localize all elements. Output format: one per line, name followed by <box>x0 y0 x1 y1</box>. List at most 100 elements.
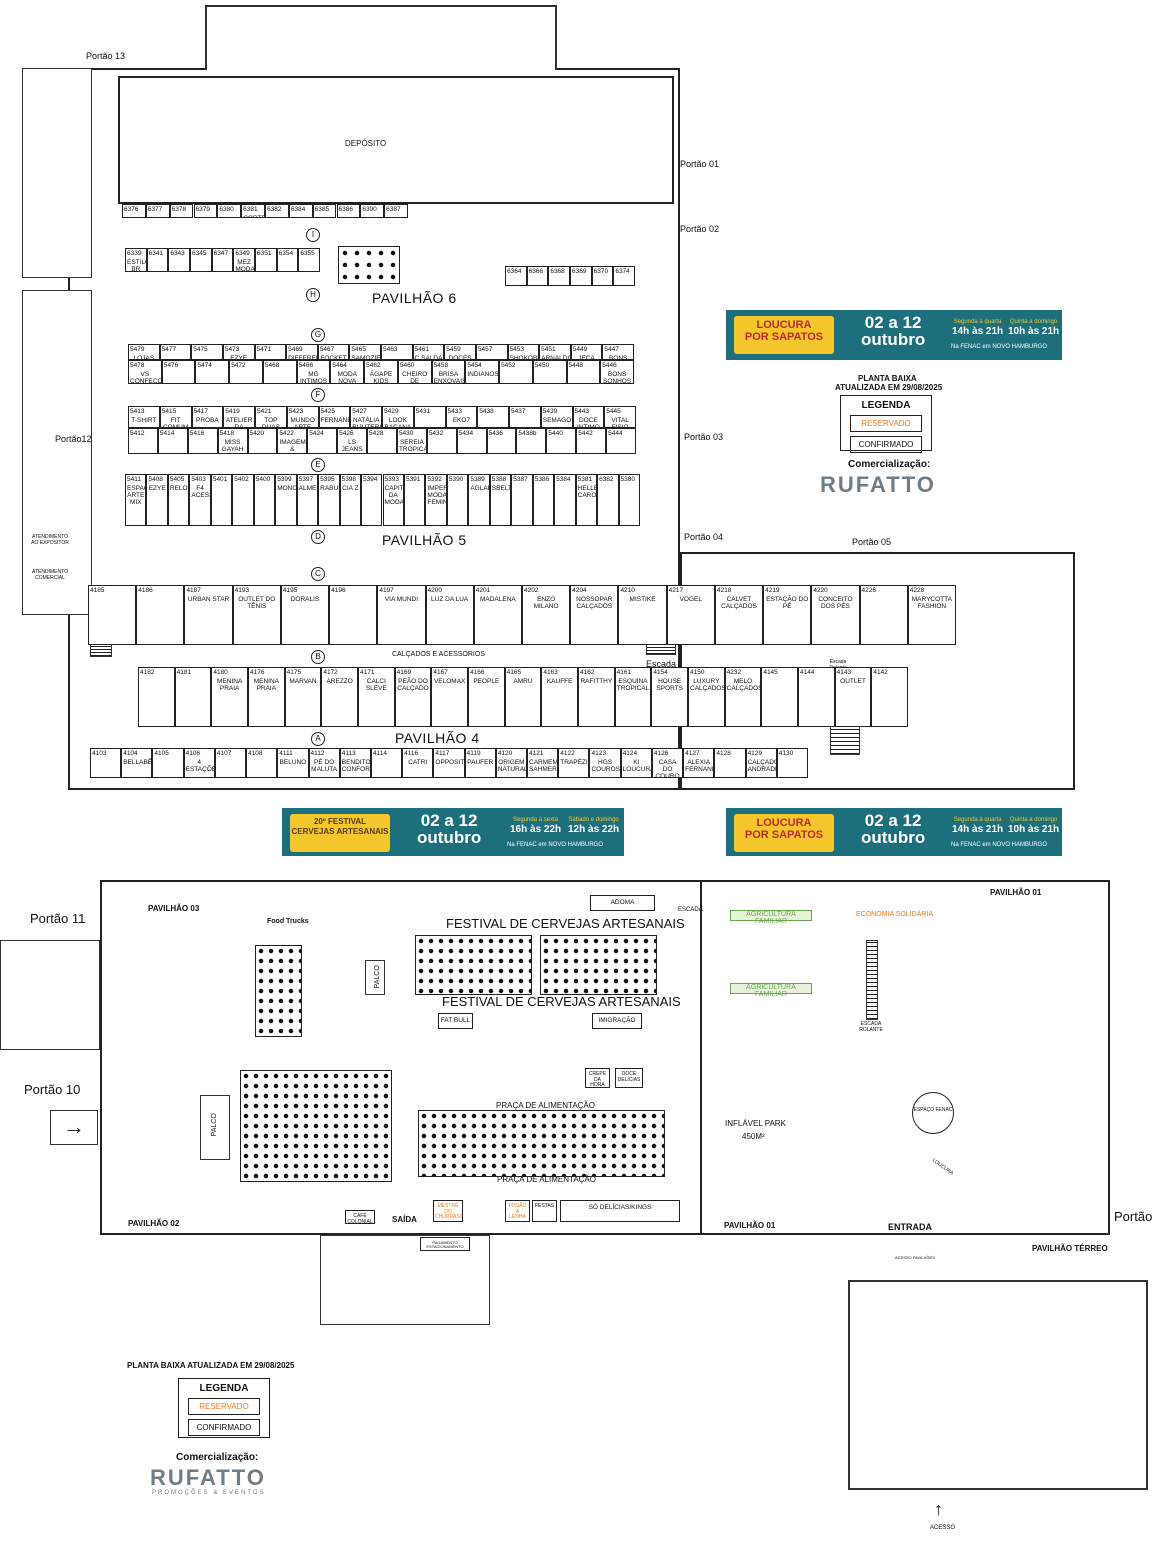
pavilhao-5-label: PAVILHÃO 5 <box>382 532 467 548</box>
stand-number: 5415 <box>161 408 177 415</box>
stand-5397: 5397ALMEIDA <box>296 474 319 526</box>
stand-number: 5445 <box>606 408 621 415</box>
stand-number: 5444 <box>608 430 623 437</box>
stand-name: CIA Z <box>342 485 359 493</box>
stand-5437: 5437 <box>509 406 541 428</box>
stand-number: 4150 <box>690 669 705 676</box>
stand-5472: 5472 <box>229 360 263 384</box>
stand-5384: 5384 <box>554 474 576 526</box>
stand-number: 4167 <box>433 669 448 676</box>
stand-name: ÁGAPE KIDS <box>369 371 393 384</box>
stand-number: 5478 <box>130 362 145 369</box>
stand-6385: 6385 <box>312 204 337 218</box>
stand-number: 4128 <box>716 750 731 757</box>
stand-5434: 5434 <box>456 428 487 454</box>
stand-6355: 6355 <box>298 248 320 272</box>
stand-number: 4195 <box>282 587 298 594</box>
stand-name: DIFFERENCE <box>288 355 317 360</box>
stage-seating <box>255 945 302 1037</box>
stand-4181: 4181 <box>174 667 212 727</box>
beer-seating-1 <box>415 935 532 995</box>
stand-number: 5422 <box>279 430 294 437</box>
stand-5392: 5392IMPERIUM MODA FEMININA <box>425 474 447 526</box>
stand-name: ESTILO BR <box>127 259 146 272</box>
stand-name: TRAPÉZIO <box>560 759 588 767</box>
stand-number: 4129 <box>747 750 763 757</box>
stand-number: 5381 <box>577 476 593 483</box>
stand-4182: 4182 <box>138 667 175 727</box>
stand-number: 4105 <box>154 750 169 757</box>
stand-5448: 5448 <box>566 360 601 384</box>
stand-number: 4120 <box>497 750 513 757</box>
stand-name: MISS GAYAH <box>221 439 244 454</box>
stand-name: PEÃO DO CALÇADO <box>397 678 429 693</box>
stand-number: 5446 <box>602 362 617 369</box>
legend-box-bottom: LEGENDA RESERVADO CONFIRMADO <box>178 1378 270 1438</box>
portao-right-label: Portão <box>1114 1209 1153 1224</box>
stand-4114: 4114 <box>370 748 403 778</box>
stand-number: 5454 <box>467 362 482 369</box>
stand-number: 5432 <box>428 430 444 437</box>
stand-number: 4172 <box>323 669 338 676</box>
inflavel-park-label: INFLÁVEL PARK <box>725 1119 786 1128</box>
stand-number: 5387 <box>513 476 528 483</box>
stand-5425: 5425FERNANDA <box>318 406 351 428</box>
stand-number: 5425 <box>320 408 335 415</box>
bottom-divider-1 <box>700 880 702 1235</box>
stand-number: 5461 <box>414 346 430 353</box>
stand-crepe: CREPE DA HORA <box>585 1068 610 1088</box>
stand-name: MENINA PRAIA <box>253 678 279 693</box>
espaco-fenac-marker: ESPAÇO FENAC <box>912 1092 954 1134</box>
stand-number: 6390 <box>362 206 377 213</box>
portao-10-arrow: → <box>50 1110 98 1145</box>
bottom-annex-left <box>0 940 100 1050</box>
stand-number: 4126 <box>653 750 669 757</box>
stand-name: AREZZO <box>326 678 353 686</box>
stand-6384: 6384 <box>288 204 313 218</box>
rufatto-logo-top: RUFATTO <box>820 472 936 497</box>
stand-4117: 4117OPPOSITE <box>433 748 465 778</box>
stand-name: BELUNO <box>279 759 307 767</box>
stand-number: 5388 <box>491 476 507 483</box>
row-marker-a: A <box>311 732 325 746</box>
stand-name: T-SHIRT <box>131 417 157 425</box>
stand-6386: 6386 <box>336 204 361 218</box>
stand-number: 5416 <box>189 430 205 437</box>
stand-5432: 5432 <box>426 428 457 454</box>
stand-name: MARYCOTTA FASHION <box>911 596 952 611</box>
stand-6379: 6379 <box>193 204 218 218</box>
stand-6381: 6381CORTEM <box>241 204 265 218</box>
stand-6378: 6378 <box>169 204 194 218</box>
stand-number: 4200 <box>427 587 443 594</box>
stand-number: 4181 <box>176 669 192 676</box>
stand-6343: 6343 <box>168 248 190 272</box>
stand-6380: 6380 <box>217 204 242 218</box>
stand-number: 5451 <box>541 346 556 353</box>
portao-12-label: Portão12 <box>55 434 92 444</box>
stand-5440: 5440 <box>546 428 577 454</box>
stand-name: MADALENA <box>479 596 516 604</box>
row-marker-c: C <box>311 567 325 581</box>
stand-number: 5462 <box>366 362 381 369</box>
stand-5412: 5412 <box>128 428 158 454</box>
stand-number: 5401 <box>212 476 228 483</box>
stand-number: 6351 <box>257 250 272 257</box>
